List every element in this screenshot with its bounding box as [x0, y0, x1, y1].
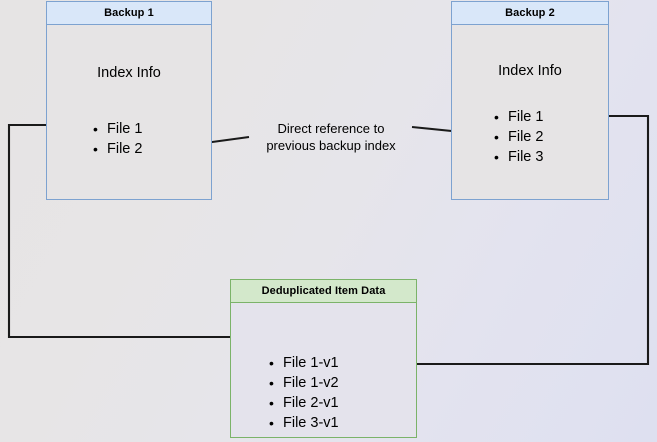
list-item: File 1-v1: [269, 353, 339, 373]
node-backup1-file-list: File 1 File 2: [93, 119, 142, 159]
node-backup2-file-list: File 1 File 2 File 3: [494, 107, 543, 167]
list-item: File 2-v1: [269, 393, 339, 413]
node-backup1[interactable]: Backup 1 Index Info File 1 File 2: [46, 1, 212, 200]
node-backup1-index-label: Index Info: [97, 65, 161, 81]
node-backup1-body: Index Info File 1 File 2: [47, 25, 211, 199]
list-item: File 1-v2: [269, 373, 339, 393]
node-backup1-header: Backup 1: [47, 2, 211, 25]
node-backup2[interactable]: Backup 2 Index Info File 1 File 2 File 3: [451, 1, 609, 200]
node-backup2-index-label: Index Info: [498, 63, 562, 79]
list-item: File 3: [494, 147, 543, 167]
node-backup2-header: Backup 2: [452, 2, 608, 25]
connector-label-line-2: previous backup index: [266, 138, 396, 153]
list-item: File 1: [93, 119, 142, 139]
list-item: File 1: [494, 107, 543, 127]
connector-label-line-1: Direct reference to: [277, 121, 385, 136]
node-dedup-header: Deduplicated Item Data: [231, 280, 416, 303]
list-item: File 3-v1: [269, 413, 339, 433]
node-backup2-body: Index Info File 1 File 2 File 3: [452, 25, 608, 199]
list-item: File 2: [494, 127, 543, 147]
node-dedup-body: File 1-v1 File 1-v2 File 2-v1 File 3-v1: [231, 303, 416, 437]
list-item: File 2: [93, 139, 142, 159]
connector-label-direct-reference: Direct reference to previous backup inde…: [251, 120, 411, 154]
node-dedup-file-list: File 1-v1 File 1-v2 File 2-v1 File 3-v1: [269, 353, 339, 433]
node-deduplicated-item-data[interactable]: Deduplicated Item Data File 1-v1 File 1-…: [230, 279, 417, 438]
